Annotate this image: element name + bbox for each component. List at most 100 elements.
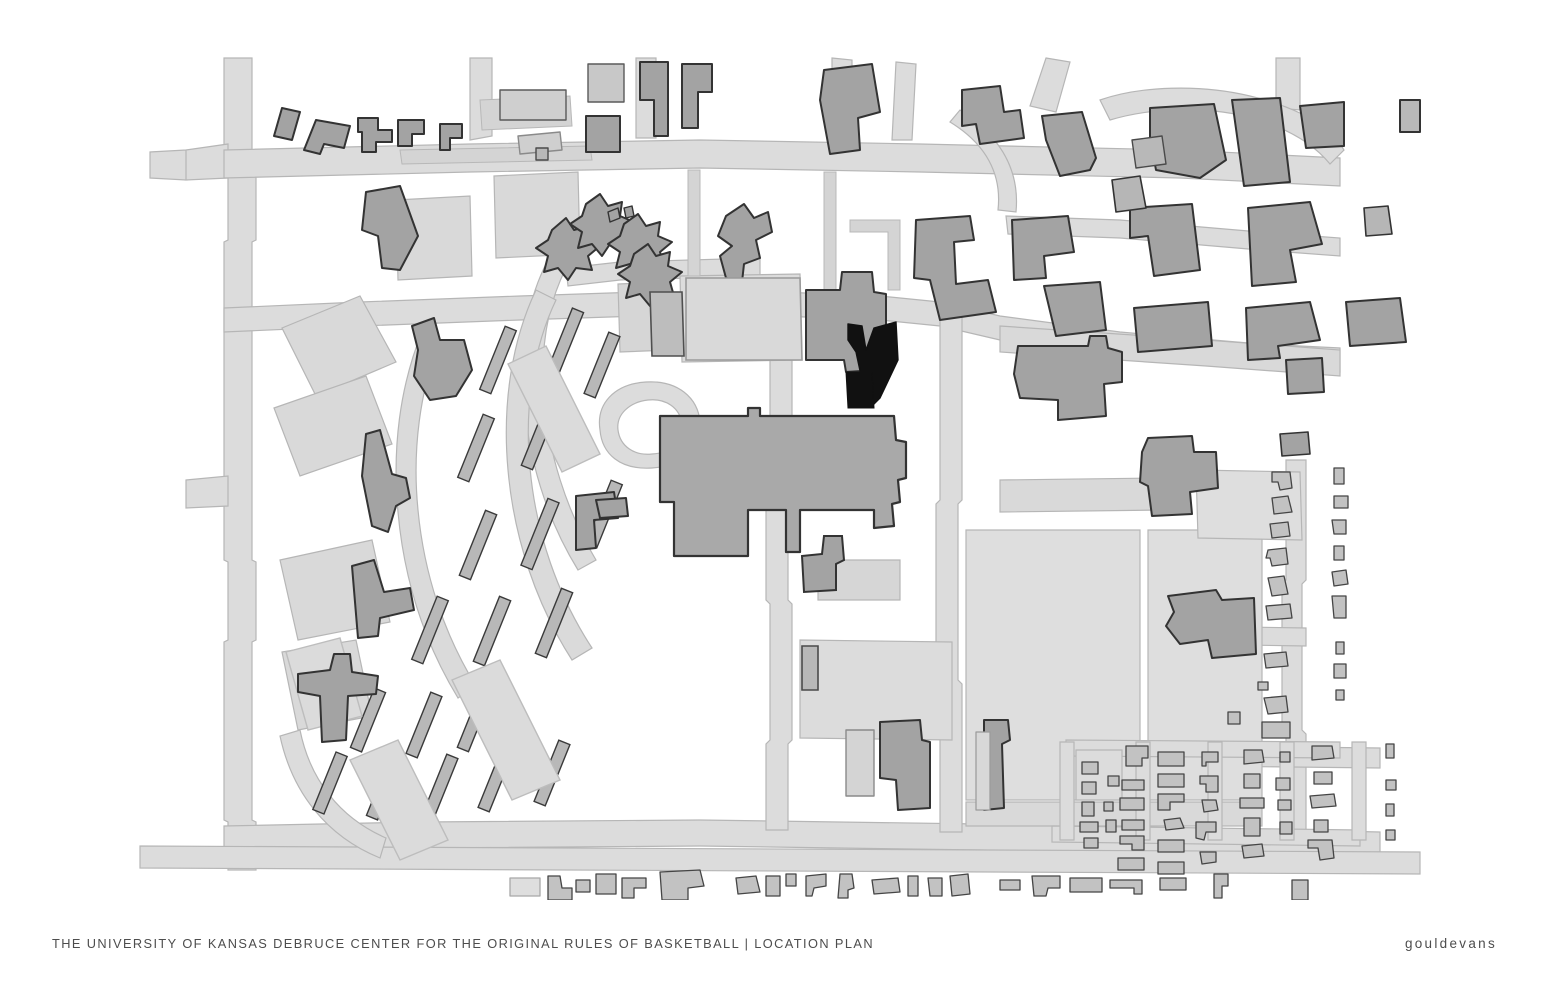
- building-ne-5: [1133, 301, 1213, 353]
- building-e-3: [1165, 589, 1257, 659]
- house: [1333, 545, 1345, 561]
- house: [1265, 547, 1289, 567]
- house: [999, 879, 1021, 891]
- house: [1079, 821, 1099, 833]
- house: [1385, 779, 1397, 791]
- building-w-5: [297, 653, 379, 743]
- seating-bar: [520, 497, 560, 571]
- house: [535, 147, 549, 161]
- building-nw-5: [439, 123, 463, 151]
- building-n-9: [1231, 97, 1291, 187]
- buildings-center-core: [649, 271, 908, 691]
- house: [1261, 721, 1291, 739]
- house: [1331, 569, 1349, 587]
- walk-upper-2: [687, 169, 701, 277]
- house: [1335, 689, 1345, 701]
- seating-bar: [405, 691, 443, 759]
- paving-ne-lot: [1195, 469, 1303, 541]
- parking-access-north: [999, 477, 1163, 513]
- building-ne-2: [1011, 215, 1075, 281]
- house: [1313, 771, 1333, 785]
- house: [1103, 801, 1114, 812]
- house: [1291, 879, 1309, 900]
- house: [1157, 751, 1185, 767]
- east-roadside-footprints: [1227, 467, 1349, 739]
- building-n-1: [585, 115, 621, 153]
- house: [1271, 495, 1293, 515]
- house: [1267, 575, 1289, 597]
- house: [1269, 521, 1291, 539]
- building-irr-6: [623, 205, 635, 219]
- house: [1105, 819, 1117, 833]
- building-n-11: [1399, 99, 1421, 133]
- building-center-light-2: [649, 291, 685, 357]
- house: [927, 877, 943, 897]
- building-s-4: [975, 731, 991, 811]
- road-center-ns: [765, 315, 793, 831]
- house: [1279, 821, 1293, 835]
- house: [1239, 797, 1265, 809]
- house: [1121, 819, 1145, 831]
- road-south-edge: [139, 845, 1421, 875]
- building-e-4: [1285, 357, 1325, 395]
- house: [1213, 873, 1229, 899]
- walk-upper-4: [849, 219, 901, 291]
- house: [1117, 857, 1145, 871]
- house: [1081, 801, 1095, 817]
- house: [595, 873, 617, 895]
- buildings-south: [845, 719, 1011, 811]
- house: [1159, 877, 1187, 891]
- house: [1333, 495, 1349, 509]
- road-athletic-curve-2: [395, 331, 477, 699]
- seating-bar: [456, 413, 496, 483]
- building-s-1: [879, 719, 931, 811]
- house: [871, 877, 901, 895]
- house: [621, 877, 647, 899]
- house: [1083, 837, 1099, 849]
- seating-bar: [410, 595, 450, 665]
- building-nw-2: [303, 119, 351, 155]
- house: [1201, 799, 1219, 813]
- res-street-ns-5: [1351, 741, 1367, 841]
- seating-bar: [472, 595, 512, 667]
- house: [1309, 793, 1337, 809]
- road-east-ns-1: [935, 309, 963, 833]
- house: [1333, 663, 1347, 679]
- house: [1263, 651, 1289, 669]
- building-center-light-1: [685, 277, 803, 361]
- house: [805, 873, 827, 897]
- house: [1121, 779, 1145, 791]
- building-e-5: [1279, 431, 1311, 457]
- building-ne-9: [1111, 175, 1147, 213]
- house: [1125, 745, 1149, 767]
- house: [1201, 751, 1219, 767]
- road-stadium-sweep: [279, 729, 387, 859]
- building-w-3: [361, 429, 411, 533]
- buildings-east: [1013, 335, 1325, 659]
- building-ne-7: [1245, 301, 1321, 361]
- building-nw-6: [499, 89, 567, 121]
- seating-bar: [583, 331, 621, 399]
- house: [1131, 135, 1167, 169]
- house: [1257, 681, 1269, 691]
- location-plan: [0, 40, 1545, 900]
- house: [1081, 761, 1099, 775]
- building-w-2: [411, 317, 473, 401]
- field-strip-3: [349, 739, 449, 861]
- building-irr-5: [607, 207, 621, 223]
- paving-south-service: [799, 639, 953, 741]
- house: [1313, 819, 1329, 833]
- road-upper-ns-e: [1029, 57, 1071, 113]
- debruce-connector: [845, 371, 875, 409]
- building-nw-1: [273, 107, 301, 141]
- seating-bar: [311, 751, 349, 815]
- field-strip-2: [451, 659, 561, 801]
- house: [1333, 467, 1345, 485]
- building-nw-4: [397, 119, 425, 147]
- building-w-1: [361, 185, 419, 271]
- house: [1271, 471, 1293, 491]
- house: [1163, 817, 1185, 831]
- south-street-footprints: [509, 869, 1309, 900]
- page-title: THE UNIVERSITY OF KANSAS DEBRUCE CENTER …: [52, 935, 874, 951]
